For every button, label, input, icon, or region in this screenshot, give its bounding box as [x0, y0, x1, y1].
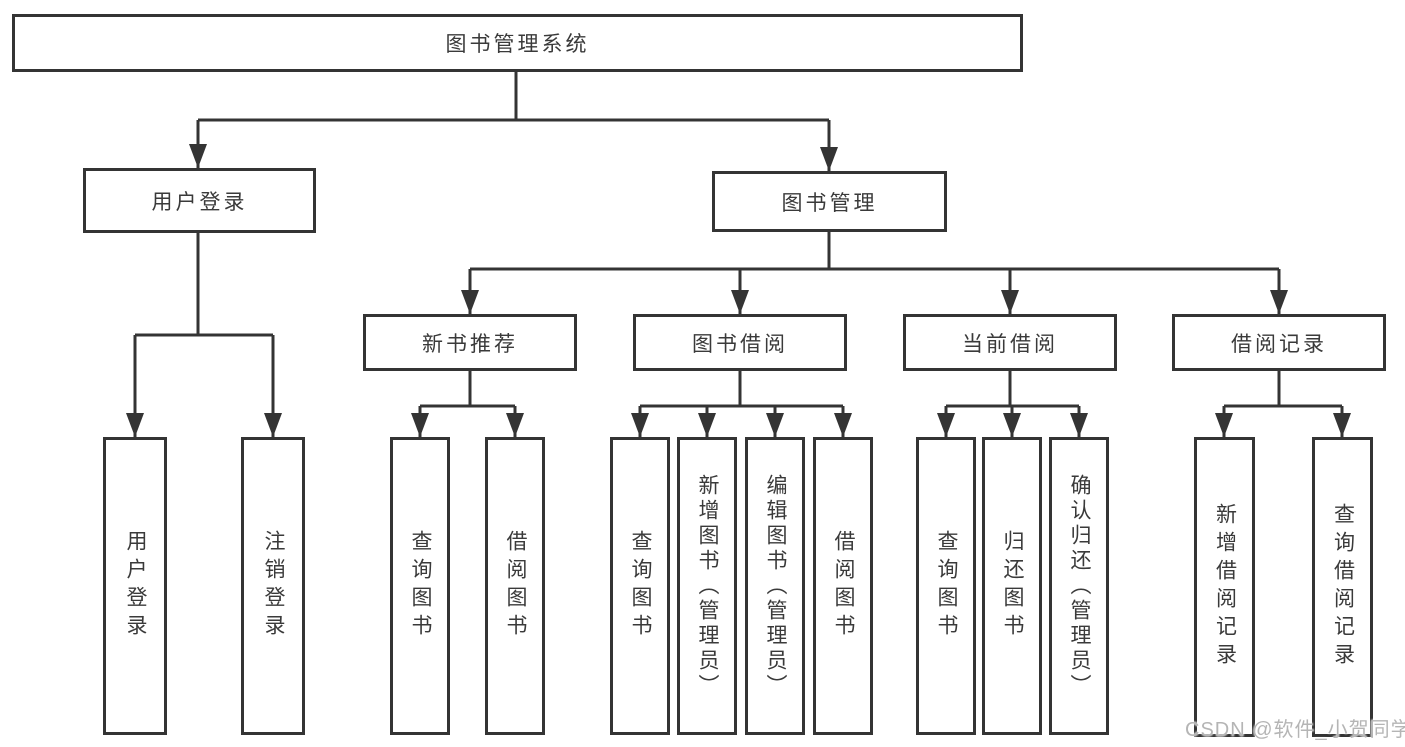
- leaf-search-books: 查询图书: [610, 437, 670, 735]
- leaf-label: 注销登录: [262, 530, 286, 642]
- leaf-search-books: 查询图书: [390, 437, 450, 735]
- leaf-search-books: 查询图书: [916, 437, 976, 735]
- leaf-label: 编辑图书（管理员）: [764, 473, 788, 699]
- leaf-borrow-books: 借阅图书: [485, 437, 545, 735]
- leaf-return-books: 归还图书: [982, 437, 1042, 735]
- leaf-label: 新增图书（管理员）: [696, 473, 720, 699]
- leaf-add-books-admin: 新增图书（管理员）: [677, 437, 737, 735]
- node-new-book-recommendation: 新书推荐: [363, 314, 577, 371]
- node-borrowing-records: 借阅记录: [1172, 314, 1386, 371]
- leaf-label: 查询借阅记录: [1331, 503, 1355, 671]
- leaf-edit-books-admin: 编辑图书（管理员）: [745, 437, 805, 735]
- node-book-management: 图书管理: [712, 171, 947, 232]
- node-user-login: 用户登录: [83, 168, 316, 233]
- node-book-borrowing: 图书借阅: [633, 314, 847, 371]
- leaf-label: 借阅图书: [832, 530, 856, 642]
- leaf-search-borrowing-record: 查询借阅记录: [1312, 437, 1373, 737]
- node-library-management-system: 图书管理系统: [12, 14, 1023, 72]
- leaf-logout: 注销登录: [241, 437, 305, 735]
- leaf-label: 借阅图书: [504, 530, 528, 642]
- node-current-borrowing: 当前借阅: [903, 314, 1117, 371]
- leaf-confirm-return-admin: 确认归还（管理员）: [1049, 437, 1109, 735]
- leaf-label: 查询图书: [409, 530, 433, 642]
- leaf-user-login: 用户登录: [103, 437, 167, 735]
- leaf-label: 归还图书: [1001, 530, 1025, 642]
- leaf-label: 新增借阅记录: [1213, 503, 1237, 671]
- watermark: CSDN @软件_小贺同学: [1185, 719, 1405, 741]
- leaf-label: 查询图书: [935, 530, 959, 642]
- leaf-label: 用户登录: [124, 530, 148, 642]
- leaf-label: 查询图书: [629, 530, 653, 642]
- leaf-label: 确认归还（管理员）: [1068, 473, 1092, 699]
- leaf-add-borrowing-record: 新增借阅记录: [1194, 437, 1255, 737]
- connector-segments: [135, 72, 1342, 408]
- leaf-borrow-books: 借阅图书: [813, 437, 873, 735]
